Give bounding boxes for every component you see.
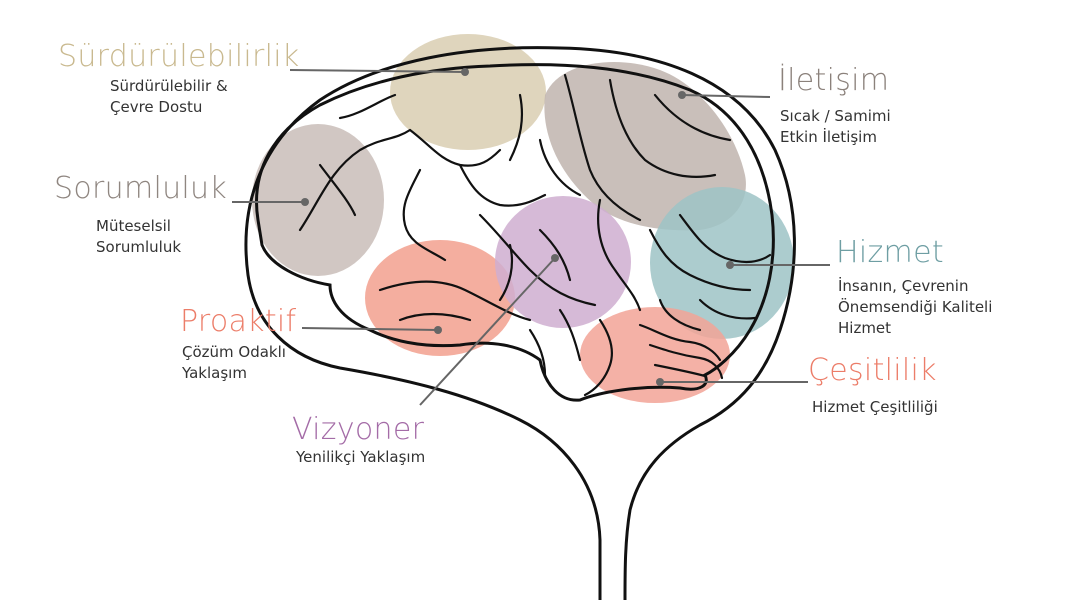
service-line-3: Hizmet [838,319,892,337]
sustainability-label: Sürdürülebilirlik [58,40,300,74]
responsibility-title: Sorumluluk [54,171,228,206]
sustainability-line-2: Çevre Dostu [110,98,203,116]
proactive-label: Proaktif [180,305,296,339]
diversity-title: Çeşitlilik [808,353,937,388]
sustainability-line-1: Sürdürülebilir & [110,77,228,95]
sustainability-title: Sürdürülebilirlik [58,39,300,74]
service-line-1: İnsanın, Çevrenin [838,277,969,295]
service-line-2: Önemsendiği Kaliteli [838,298,993,316]
proactive-title: Proaktif [180,304,297,339]
responsibility-label: Sorumluluk [54,172,227,206]
responsibility-dot [301,198,309,206]
visionary-leader [419,257,556,406]
visionary-title: Vizyoner [292,412,425,447]
proactive-leader [301,327,439,331]
service-label: Hizmet [836,236,944,270]
communication-line-1: Sıcak / Samimi [780,107,891,125]
diversity-dot [656,378,664,386]
communication-title: İletişim [778,63,890,98]
sustainability-leader [289,69,466,73]
communication-leader [681,94,771,98]
proactive-line-1: Çözüm Odaklı [182,343,286,361]
sustainability-desc: Sürdürülebilir & Çevre Dostu [110,76,228,118]
responsibility-line-1: Müteselsil [96,217,171,235]
sustainability-dot [461,68,469,76]
responsibility-desc: Müteselsil Sorumluluk [96,216,181,258]
proactive-dot [434,326,442,334]
service-region [650,187,794,339]
communication-region [544,62,746,231]
brain-outline [255,63,775,402]
communication-desc: Sıcak / Samimi Etkin İletişim [780,106,891,148]
head-outline [244,46,796,601]
proactive-desc: Çözüm Odaklı Yaklaşım [182,342,286,384]
communication-dot [678,91,686,99]
sustainability-region [390,34,546,150]
diversity-region [580,307,730,403]
proactive-line-2: Yaklaşım [182,364,247,382]
service-title: Hizmet [836,235,944,270]
leader-dots [301,68,734,386]
visionary-line-1: Yenilikçi Yaklaşım [296,448,426,466]
service-desc: İnsanın, Çevrenin Önemsendiği Kaliteli H… [838,276,992,339]
visionary-label: Vizyoner [292,413,424,447]
diversity-desc: Hizmet Çeşitliliği [812,397,938,418]
diversity-line-1: Hizmet Çeşitliliği [812,398,938,416]
service-dot [726,261,734,269]
proactive-region [365,240,515,356]
brain-folds [298,73,772,397]
communication-line-2: Etkin İletişim [780,128,877,146]
diversity-label: Çeşitlilik [808,354,937,388]
visionary-dot [551,254,559,262]
responsibility-line-2: Sorumluluk [96,238,182,256]
visionary-desc: Yenilikçi Yaklaşım [296,447,425,468]
communication-label: İletişim [778,64,889,98]
leader-lines [232,69,830,406]
